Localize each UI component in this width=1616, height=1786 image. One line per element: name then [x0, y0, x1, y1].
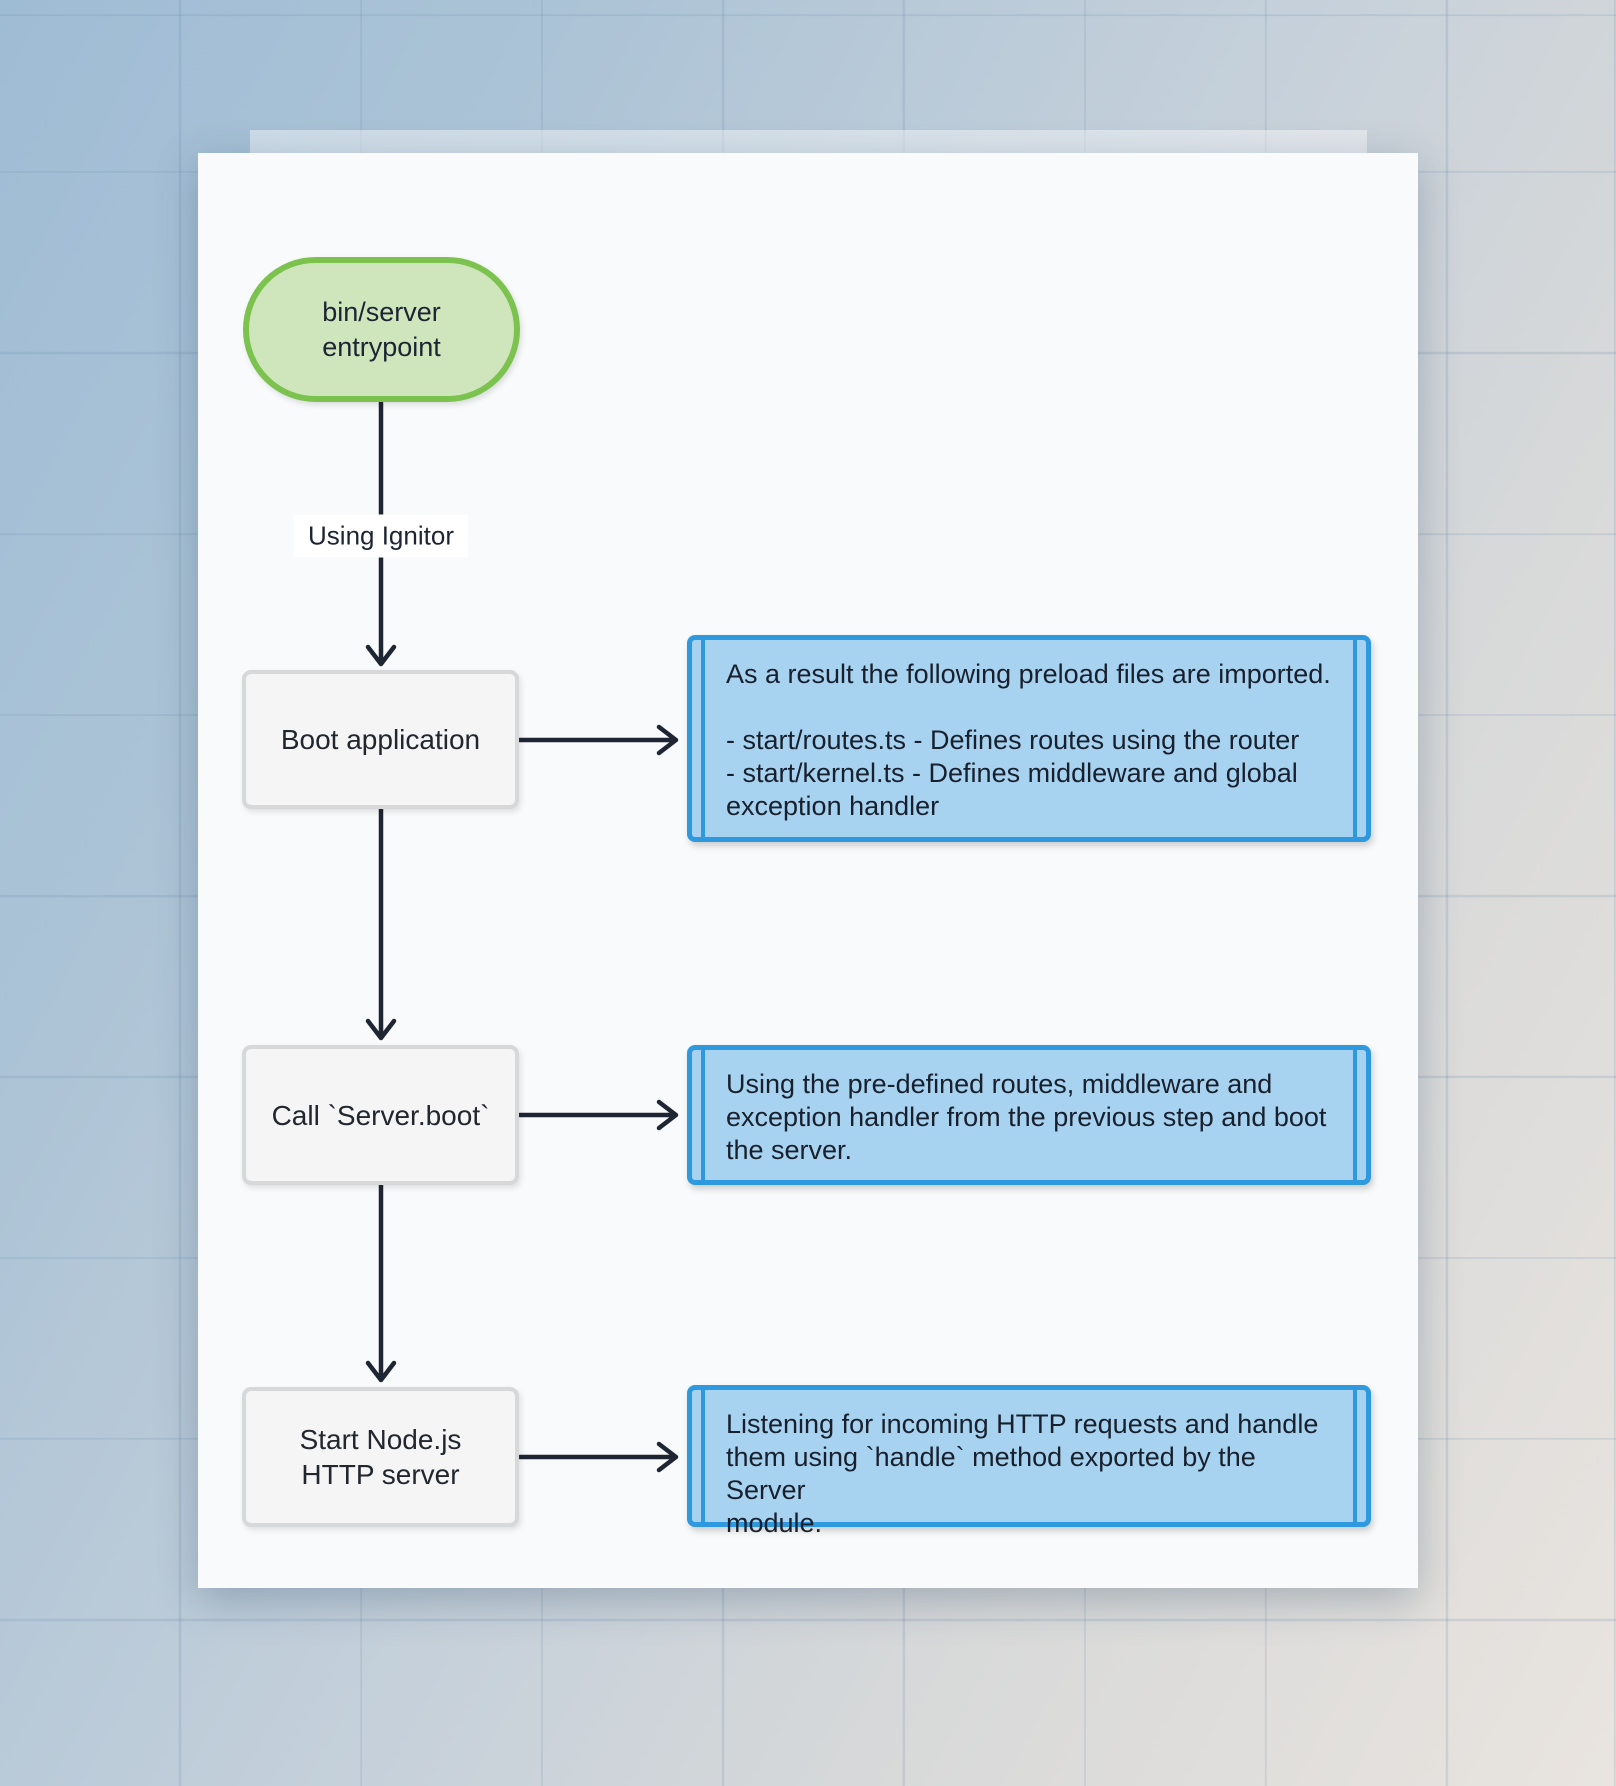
note-preload-files: As a result the following preload files … — [687, 635, 1371, 842]
arrow-call-to-note — [517, 1099, 679, 1131]
arrow-start-to-note — [517, 1441, 679, 1473]
note-listen-requests: Listening for incoming HTTP requests and… — [687, 1385, 1371, 1538]
node-entrypoint: bin/server entrypoint — [243, 257, 520, 402]
node-start-http-server-label: Start Node.js HTTP server — [299, 1424, 462, 1490]
node-start-http-server: Start Node.js HTTP server — [242, 1387, 519, 1527]
note-preload-files-text: As a result the following preload files … — [726, 659, 1331, 821]
note-boot-server: Using the pre-defined routes, middleware… — [687, 1045, 1371, 1185]
note-boot-server-text: Using the pre-defined routes, middleware… — [726, 1069, 1327, 1165]
arrow-boot-to-call — [365, 806, 397, 1041]
document-page: bin/server entrypoint Using Ignitor Boot… — [198, 153, 1418, 1588]
note-listen-requests-text: Listening for incoming HTTP requests and… — [726, 1409, 1319, 1538]
node-entrypoint-label: bin/server entrypoint — [322, 296, 441, 362]
node-call-server-boot-label: Call `Server.boot` — [271, 1099, 490, 1131]
flowchart-arrows — [365, 400, 679, 1473]
arrow-call-to-start — [365, 1182, 397, 1383]
arrow-boot-to-note — [517, 724, 679, 756]
node-boot-application: Boot application — [242, 670, 519, 809]
node-boot-application-label: Boot application — [280, 724, 481, 755]
edge-label-using-ignitor: Using Ignitor — [294, 514, 468, 558]
node-call-server-boot: Call `Server.boot` — [242, 1045, 519, 1185]
